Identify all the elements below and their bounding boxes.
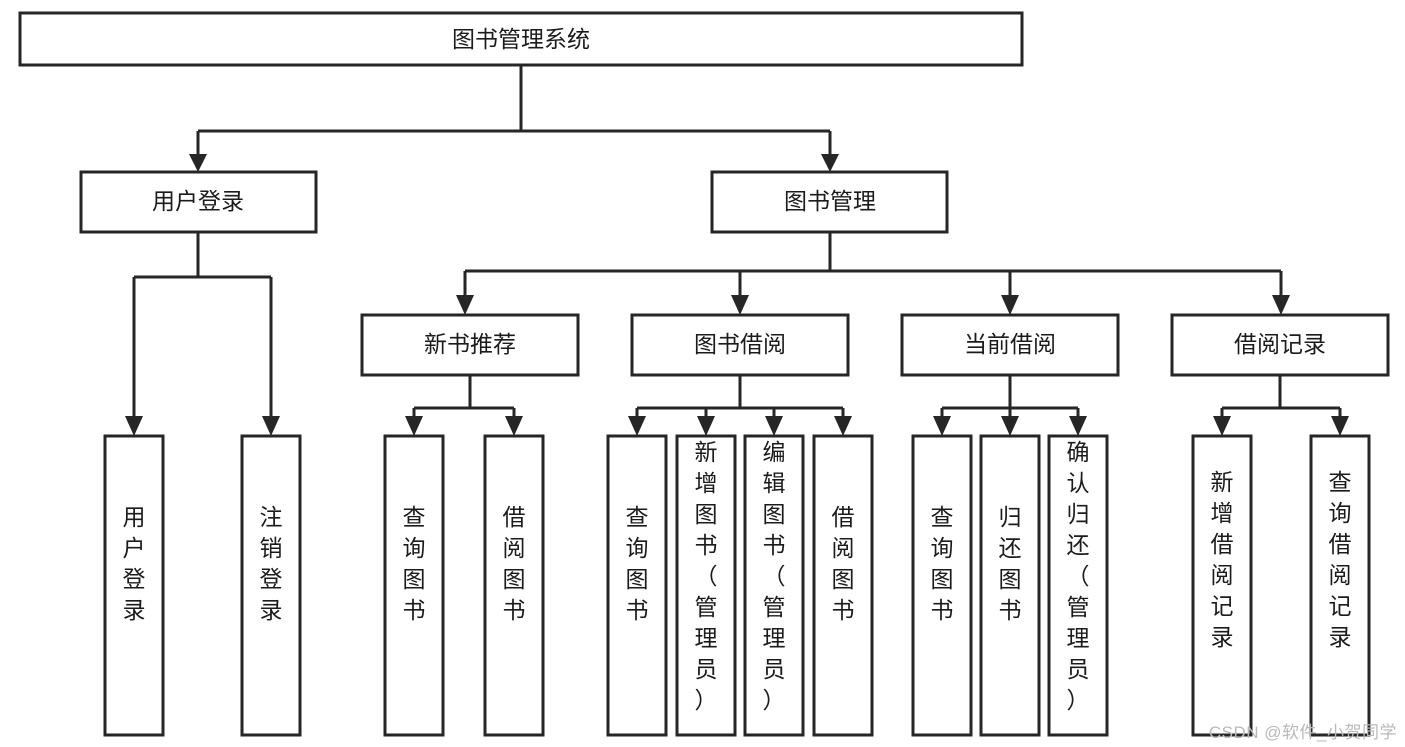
leaf-user-login-2-box[interactable] <box>240 434 302 737</box>
arrowhead-borrow-record <box>1272 295 1290 315</box>
leaf-new-book-2[interactable]: 借阅图书 <box>483 434 545 737</box>
leaf-user-login-1-box[interactable] <box>103 434 165 737</box>
leaf-borrow-record-1[interactable]: 新增借阅记录 <box>1191 434 1253 737</box>
leaf-new-book-1[interactable]: 查询图书 <box>383 434 445 737</box>
arrowhead-leaf-book-borrow-4 <box>834 416 852 436</box>
leaf-book-borrow-2[interactable]: 新增图书（管理员） <box>675 434 737 737</box>
node-root-box[interactable] <box>18 11 1024 67</box>
leaf-current-borrow-2-label: 归还图书 <box>999 504 1022 623</box>
arrowhead-user-login <box>189 154 207 172</box>
leaf-user-login-1[interactable]: 用户登录 <box>103 434 165 737</box>
arrowhead-book-borrow <box>731 295 749 315</box>
node-new-book-recommend-box[interactable] <box>360 313 580 377</box>
leaf-book-borrow-3-label: 编辑图书（管理员） <box>763 439 786 713</box>
arrowhead-leaf-current-borrow-3 <box>1069 416 1087 436</box>
leaf-borrow-record-1-box[interactable] <box>1191 434 1253 737</box>
leaf-book-borrow-2-box[interactable] <box>675 434 737 737</box>
node-user-login-label: 用户登录 <box>152 188 244 214</box>
leaf-current-borrow-1-label: 查询图书 <box>931 504 954 623</box>
leaf-borrow-record-1-label: 新增借阅记录 <box>1211 469 1234 650</box>
arrowhead-leaf-book-borrow-3 <box>765 416 783 436</box>
leaf-current-borrow-3[interactable]: 确认归还（管理员） <box>1047 434 1109 737</box>
arrowhead-current-borrow <box>1001 295 1019 315</box>
leaf-current-borrow-1[interactable]: 查询图书 <box>911 434 973 737</box>
leaf-book-borrow-3[interactable]: 编辑图书（管理员） <box>743 434 805 737</box>
leaf-user-login-2[interactable]: 注销登录 <box>240 434 302 737</box>
arrowhead-book-mgmt <box>821 154 839 172</box>
node-book-management-label: 图书管理 <box>784 188 876 214</box>
node-borrow-record[interactable]: 借阅记录 <box>1170 313 1390 377</box>
node-current-borrow-label: 当前借阅 <box>964 331 1056 357</box>
leaf-book-borrow-1-box[interactable] <box>606 434 668 737</box>
leaf-borrow-record-2[interactable]: 查询借阅记录 <box>1309 434 1371 737</box>
arrowhead-leaf-borrow-record-2 <box>1331 416 1349 436</box>
arrowhead-leaf-current-borrow-1 <box>933 416 951 436</box>
leaf-current-borrow-2[interactable]: 归还图书 <box>979 434 1041 737</box>
csdn-watermark: CSDN @软件_小贺同学 <box>1208 723 1397 742</box>
leaf-book-borrow-1[interactable]: 查询图书 <box>606 434 668 737</box>
leaf-new-book-1-label: 查询图书 <box>403 504 426 623</box>
node-current-borrow[interactable]: 当前借阅 <box>900 313 1120 377</box>
leaf-book-borrow-1-label: 查询图书 <box>626 504 649 623</box>
node-current-borrow-box[interactable] <box>900 313 1120 377</box>
node-book-management[interactable]: 图书管理 <box>710 170 949 234</box>
leaf-book-borrow-4-label: 借阅图书 <box>832 504 855 623</box>
leaf-book-borrow-4-box[interactable] <box>812 434 874 737</box>
node-borrow-record-box[interactable] <box>1170 313 1390 377</box>
node-root-label: 图书管理系统 <box>452 26 590 52</box>
leaf-book-borrow-2-label: 新增图书（管理员） <box>695 439 718 713</box>
node-borrow-record-label: 借阅记录 <box>1234 331 1326 357</box>
arrowhead-leaf-user-login-1 <box>125 416 143 436</box>
leaf-current-borrow-1-box[interactable] <box>911 434 973 737</box>
leaf-book-borrow-3-box[interactable] <box>743 434 805 737</box>
leaf-current-borrow-2-box[interactable] <box>979 434 1041 737</box>
node-new-book-recommend[interactable]: 新书推荐 <box>360 313 580 377</box>
node-book-borrow[interactable]: 图书借阅 <box>630 313 850 377</box>
leaf-current-borrow-3-box[interactable] <box>1047 434 1109 737</box>
leaf-user-login-1-label: 用户登录 <box>123 504 146 623</box>
node-user-login-box[interactable] <box>79 170 318 234</box>
node-book-borrow-box[interactable] <box>630 313 850 377</box>
arrowhead-new-book <box>456 295 474 315</box>
connector-layer <box>125 65 1349 436</box>
node-book-borrow-label: 图书借阅 <box>694 331 786 357</box>
arrowhead-leaf-book-borrow-2 <box>697 416 715 436</box>
node-new-book-recommend-label: 新书推荐 <box>424 331 516 357</box>
leaf-new-book-2-label: 借阅图书 <box>503 504 526 623</box>
node-user-login[interactable]: 用户登录 <box>79 170 318 234</box>
leaf-new-book-2-box[interactable] <box>483 434 545 737</box>
arrowhead-leaf-user-login-2 <box>262 416 280 436</box>
node-root-system[interactable]: 图书管理系统 <box>18 11 1024 67</box>
leaf-user-login-2-label: 注销登录 <box>260 504 283 623</box>
arrowhead-leaf-current-borrow-2 <box>1001 416 1019 436</box>
leaf-current-borrow-3-label: 确认归还（管理员） <box>1067 439 1090 713</box>
leaf-book-borrow-4[interactable]: 借阅图书 <box>812 434 874 737</box>
node-book-management-box[interactable] <box>710 170 949 234</box>
arrowhead-leaf-book-borrow-1 <box>628 416 646 436</box>
arrowhead-leaf-borrow-record-1 <box>1213 416 1231 436</box>
arrowhead-leaf-new-book-1 <box>405 416 423 436</box>
arrowhead-leaf-new-book-2 <box>505 416 523 436</box>
leaf-borrow-record-2-label: 查询借阅记录 <box>1329 469 1352 650</box>
leaf-borrow-record-2-box[interactable] <box>1309 434 1371 737</box>
leaf-new-book-1-box[interactable] <box>383 434 445 737</box>
